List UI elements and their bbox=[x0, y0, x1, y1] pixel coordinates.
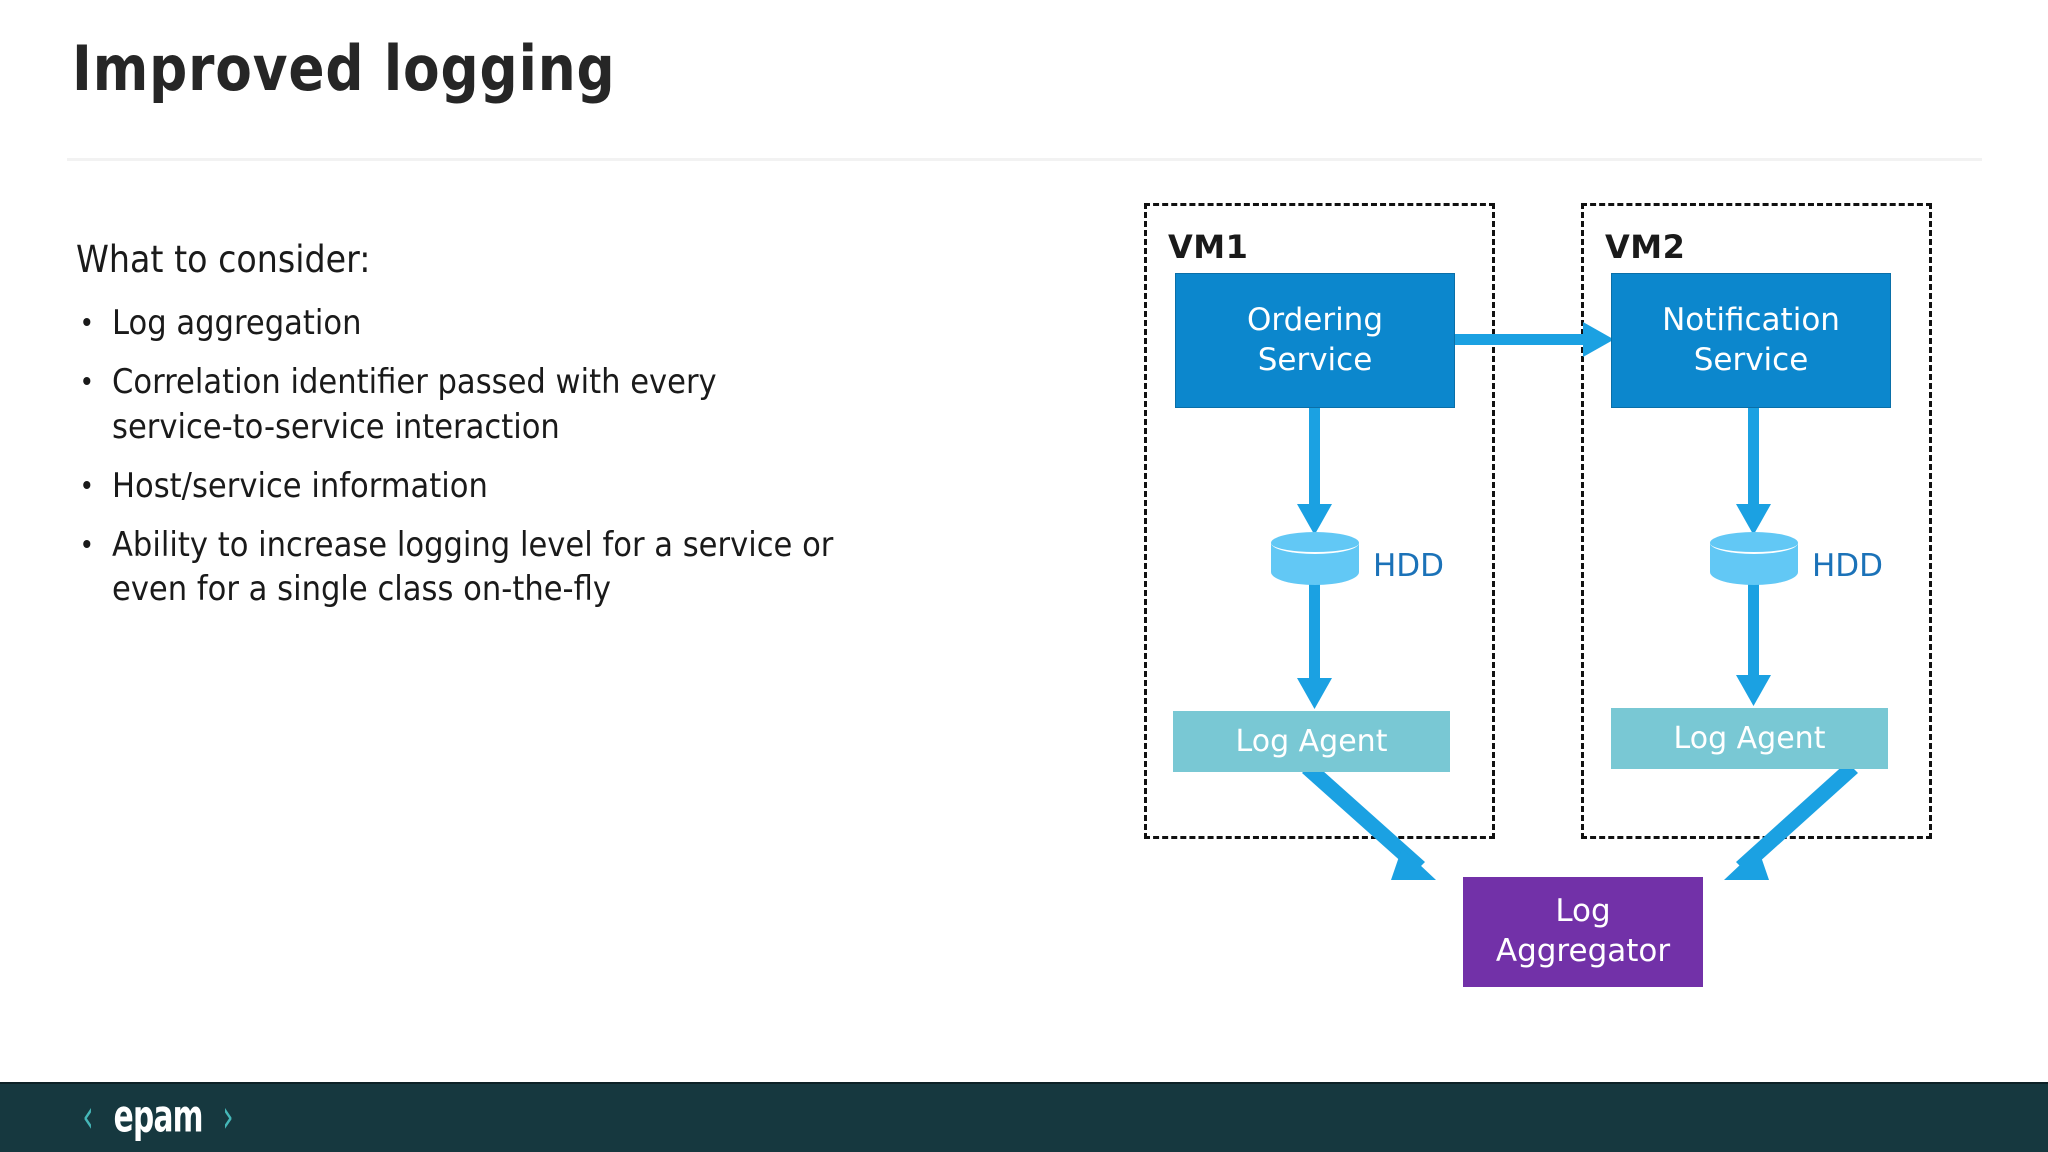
bullet-list: Log aggregation Correlation identifier p… bbox=[76, 301, 976, 612]
notification-service-label-line1: Notification bbox=[1662, 301, 1840, 338]
notification-service-label-line2: Service bbox=[1693, 341, 1809, 378]
list-item-line: even for a single class on-the-fly bbox=[112, 569, 611, 610]
hdd-cylinder-icon bbox=[1271, 532, 1359, 590]
epam-logo: ‹ epam › bbox=[80, 1090, 236, 1144]
hdd-cylinder-icon bbox=[1710, 532, 1798, 590]
architecture-diagram: VM1 VM2 bbox=[1130, 190, 2020, 1020]
list-item-line: Log aggregation bbox=[112, 303, 362, 343]
log-agent-2-box: Log Agent bbox=[1611, 708, 1888, 769]
bullet-dot-icon bbox=[83, 318, 91, 326]
slide-footer: ‹ epam › bbox=[0, 1082, 2048, 1152]
lead-text: What to consider: bbox=[76, 238, 371, 281]
list-item: Correlation identifier passed with every… bbox=[76, 360, 886, 450]
ordering-service-label-line2: Service bbox=[1257, 341, 1373, 378]
list-item-line: Correlation identifier passed with every bbox=[112, 361, 717, 402]
page-title: Improved logging bbox=[72, 32, 616, 105]
list-item-line: service-to-service interaction bbox=[112, 406, 560, 447]
list-item: Log aggregation bbox=[76, 301, 886, 346]
log-aggregator-label-line1: Log bbox=[1555, 893, 1611, 930]
right-bracket-icon: › bbox=[222, 1090, 235, 1144]
list-item-line: Host/service information bbox=[112, 465, 488, 506]
vm2-label: VM2 bbox=[1605, 228, 1686, 266]
hdd-cylinder-top bbox=[1710, 532, 1798, 554]
left-bracket-icon: ‹ bbox=[82, 1090, 94, 1144]
epam-wordmark: epam bbox=[113, 1091, 204, 1143]
bullet-content: What to consider: Log aggregation Correl… bbox=[76, 238, 976, 626]
bullet-dot-icon bbox=[83, 376, 91, 385]
list-item: Ability to increase logging level for a … bbox=[76, 523, 886, 613]
title-divider bbox=[67, 158, 1982, 161]
ordering-service-box: Ordering Service bbox=[1175, 273, 1455, 408]
hdd1-label: HDD bbox=[1373, 548, 1445, 584]
notification-service-box: Notification Service bbox=[1611, 273, 1891, 408]
vm1-label: VM1 bbox=[1168, 228, 1249, 266]
hdd2-label: HDD bbox=[1812, 548, 1884, 584]
bullet-dot-icon bbox=[83, 480, 91, 489]
log-aggregator-label-line2: Aggregator bbox=[1495, 933, 1671, 969]
ordering-service-label-line1: Ordering bbox=[1246, 301, 1384, 338]
hdd-cylinder-top bbox=[1271, 532, 1359, 554]
log-aggregator-box: Log Aggregator bbox=[1463, 877, 1703, 987]
footer-top-line bbox=[0, 1082, 2048, 1084]
bullet-dot-icon bbox=[83, 539, 91, 548]
list-item: Host/service information bbox=[76, 464, 886, 509]
log-agent-1-box: Log Agent bbox=[1173, 711, 1450, 772]
list-item-line: Ability to increase logging level for a … bbox=[112, 524, 834, 565]
